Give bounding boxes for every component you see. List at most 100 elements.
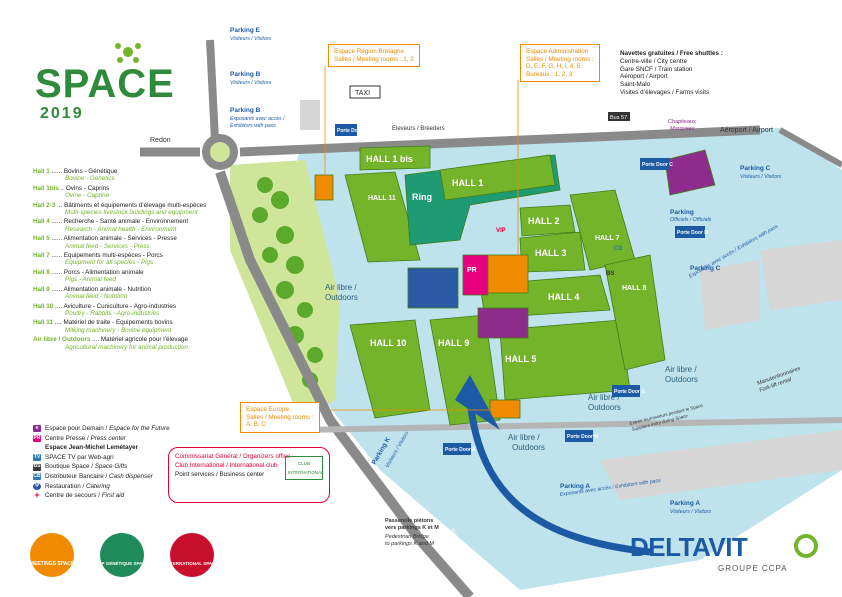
marquees-building bbox=[664, 149, 716, 196]
legend-fr: Recherche - Santé animale - Environnemen… bbox=[63, 218, 189, 226]
shuttles-info: Navettes gratuites / Free shuttles : Cen… bbox=[620, 50, 755, 97]
footbridge-fr-2: vers parkings K et M bbox=[385, 525, 439, 531]
legend-hall-9: Hall 9 ...... Alimentation animale - Nut… bbox=[33, 286, 253, 301]
organizers-line: Commissariat Général / Organizers office bbox=[175, 453, 291, 460]
business-line: Point services / Business center bbox=[175, 471, 265, 478]
restaurant-building bbox=[407, 267, 459, 309]
footbridge-en-1: Pedestrian Bridge bbox=[385, 534, 429, 540]
outdoors-3-a: Air libre / bbox=[665, 365, 697, 374]
legend-fr: Matériel agricole pour l’élevage bbox=[100, 336, 189, 344]
shuttle-line: Aéroport / Airport bbox=[620, 73, 668, 81]
europe-building bbox=[489, 399, 521, 419]
breeders-label: Eleveurs / Breeders bbox=[392, 126, 445, 132]
catering-icon: Ψ bbox=[33, 482, 41, 490]
legend-fr: Bovins - Génétique bbox=[63, 168, 118, 175]
legend-en: Animal feed - Nutrition bbox=[65, 293, 128, 301]
club-logo: CLUB INTERNATIONAL bbox=[285, 456, 324, 480]
hall-9-shape bbox=[429, 314, 501, 426]
svc-fr: SPACE TV par Web-agri bbox=[45, 453, 114, 461]
parking-b-sub: Visiteurs / Visitors bbox=[230, 80, 271, 86]
callout-line: Salles / Meeting rooms : bbox=[246, 413, 314, 421]
legend-fr: Alimentation animale - Nutrition bbox=[63, 285, 151, 293]
door-b bbox=[335, 124, 357, 136]
legend-name: Hall 7 bbox=[33, 252, 50, 260]
deltavit-group: GROUPE CCPA bbox=[718, 564, 788, 573]
hall-8-label: HALL 8 bbox=[622, 285, 646, 292]
taxi-sign bbox=[349, 85, 381, 99]
top-genetique-badge bbox=[100, 533, 144, 577]
hall-2-shape bbox=[519, 204, 576, 237]
admin-building bbox=[487, 254, 529, 294]
hall-4-label: HALL 4 bbox=[548, 292, 579, 302]
door-b-label: Porte Door B bbox=[337, 128, 368, 134]
parking-b-label: Parking B bbox=[230, 71, 261, 78]
space-logo: SPACE bbox=[35, 62, 175, 106]
bretagne-building bbox=[314, 174, 334, 201]
meetings-badge-label: MEETINGS SPACE bbox=[30, 561, 75, 567]
parking-b2-label: Parking B bbox=[230, 107, 261, 114]
svc-fr: Espace pour Demain bbox=[45, 425, 104, 432]
hall-10-label: HALL 10 bbox=[370, 338, 406, 348]
legend-en: Bovine - Genetics bbox=[65, 175, 115, 183]
hall-2-label: HALL 2 bbox=[528, 216, 559, 226]
legend-en: Agricultural machinery for animal produc… bbox=[65, 343, 188, 351]
svc-en: Space Gifts bbox=[94, 463, 128, 471]
door-a bbox=[443, 443, 471, 455]
espace-demain-building bbox=[477, 307, 529, 339]
parking-b2-sub2: Exhibitors with pass bbox=[230, 123, 276, 129]
svc-fr: Centre de secours bbox=[45, 492, 97, 500]
legend-en: Pigs - Animal feed bbox=[65, 276, 116, 284]
legend-fr: Matériel de traite - Equipements bovins bbox=[63, 319, 173, 327]
legend-hall-5: Hall 5 ...... Alimentation animale - Ser… bbox=[33, 235, 253, 250]
outdoors-4-a: Air libre / bbox=[508, 433, 540, 442]
shuttles-title: Navettes gratuites / Free shuttles : bbox=[620, 50, 723, 57]
svc-en: Press center bbox=[90, 434, 126, 442]
legend-name: Hall 4 bbox=[33, 218, 50, 226]
outdoors-1-a: Air libre / bbox=[325, 283, 357, 292]
parking-e-label: Parking E bbox=[230, 27, 261, 34]
parking-c2-label: Parking C bbox=[690, 265, 721, 272]
parking-e-sub: Visiteurs / Visitors bbox=[230, 36, 271, 42]
legend-hall-2-3: Hall 2-3 ... Bâtiments et équipements d’… bbox=[33, 202, 253, 217]
international-badge bbox=[170, 533, 214, 577]
taxi-label: TAXI bbox=[355, 90, 370, 97]
ring-label: Ring bbox=[412, 192, 432, 202]
boutique-icon: BS bbox=[33, 463, 41, 471]
legend-name: Hall 9 bbox=[33, 285, 50, 293]
cash-icon: CB bbox=[33, 472, 41, 481]
svc-en: Espace for the Future bbox=[109, 425, 170, 432]
vip-label: VIP bbox=[496, 228, 506, 234]
parking-c-sub: Visiteurs / Visitors bbox=[740, 174, 781, 180]
legend-fr: Aviculture - Cuniculture - Agro-industri… bbox=[63, 302, 177, 310]
hall-1-label: HALL 1 bbox=[452, 178, 483, 188]
halls bbox=[314, 145, 716, 426]
footbridge-fr-1: Passerelle piétons bbox=[385, 518, 433, 524]
international-label: INTERNATIONAL SPACE bbox=[166, 561, 219, 566]
svc-fr: Boutique Space bbox=[45, 463, 90, 471]
legend-hall-11: Hall 11 .... Matériel de traite - Equipe… bbox=[33, 319, 253, 334]
deltavit-arrow bbox=[466, 399, 651, 556]
bs-label: BS bbox=[606, 271, 614, 277]
legend-fr: Alimentation animale - Services - Presse bbox=[63, 235, 177, 243]
legend-outdoors: Air libre / Outdoors .... Matériel agric… bbox=[33, 336, 253, 351]
svc-fr: Centre Presse bbox=[45, 434, 86, 442]
svc-lemetayer: Espace Jean-Michel Lemétayer bbox=[33, 443, 170, 453]
press-center-building bbox=[462, 254, 489, 296]
hall-7-label: HALL 7 bbox=[595, 235, 619, 242]
callout-lines bbox=[324, 66, 519, 411]
legend-fr: Porcs - Alimentation animale bbox=[63, 268, 144, 276]
legend-hall-7: Hall 7 ...... Equipements multi-espèces … bbox=[33, 252, 253, 267]
callout-line: Espace Région Bretagne bbox=[334, 48, 405, 55]
outdoors-1-b: Outdoors bbox=[325, 293, 358, 302]
outdoors-2-b: Outdoors bbox=[588, 403, 621, 412]
legend-name: Hall 11 bbox=[33, 319, 53, 327]
door-c-label: Porte Door C bbox=[642, 162, 673, 168]
marquees-label-1: Chapiteaux bbox=[668, 119, 696, 125]
deltavit-logo-icon bbox=[794, 534, 818, 558]
